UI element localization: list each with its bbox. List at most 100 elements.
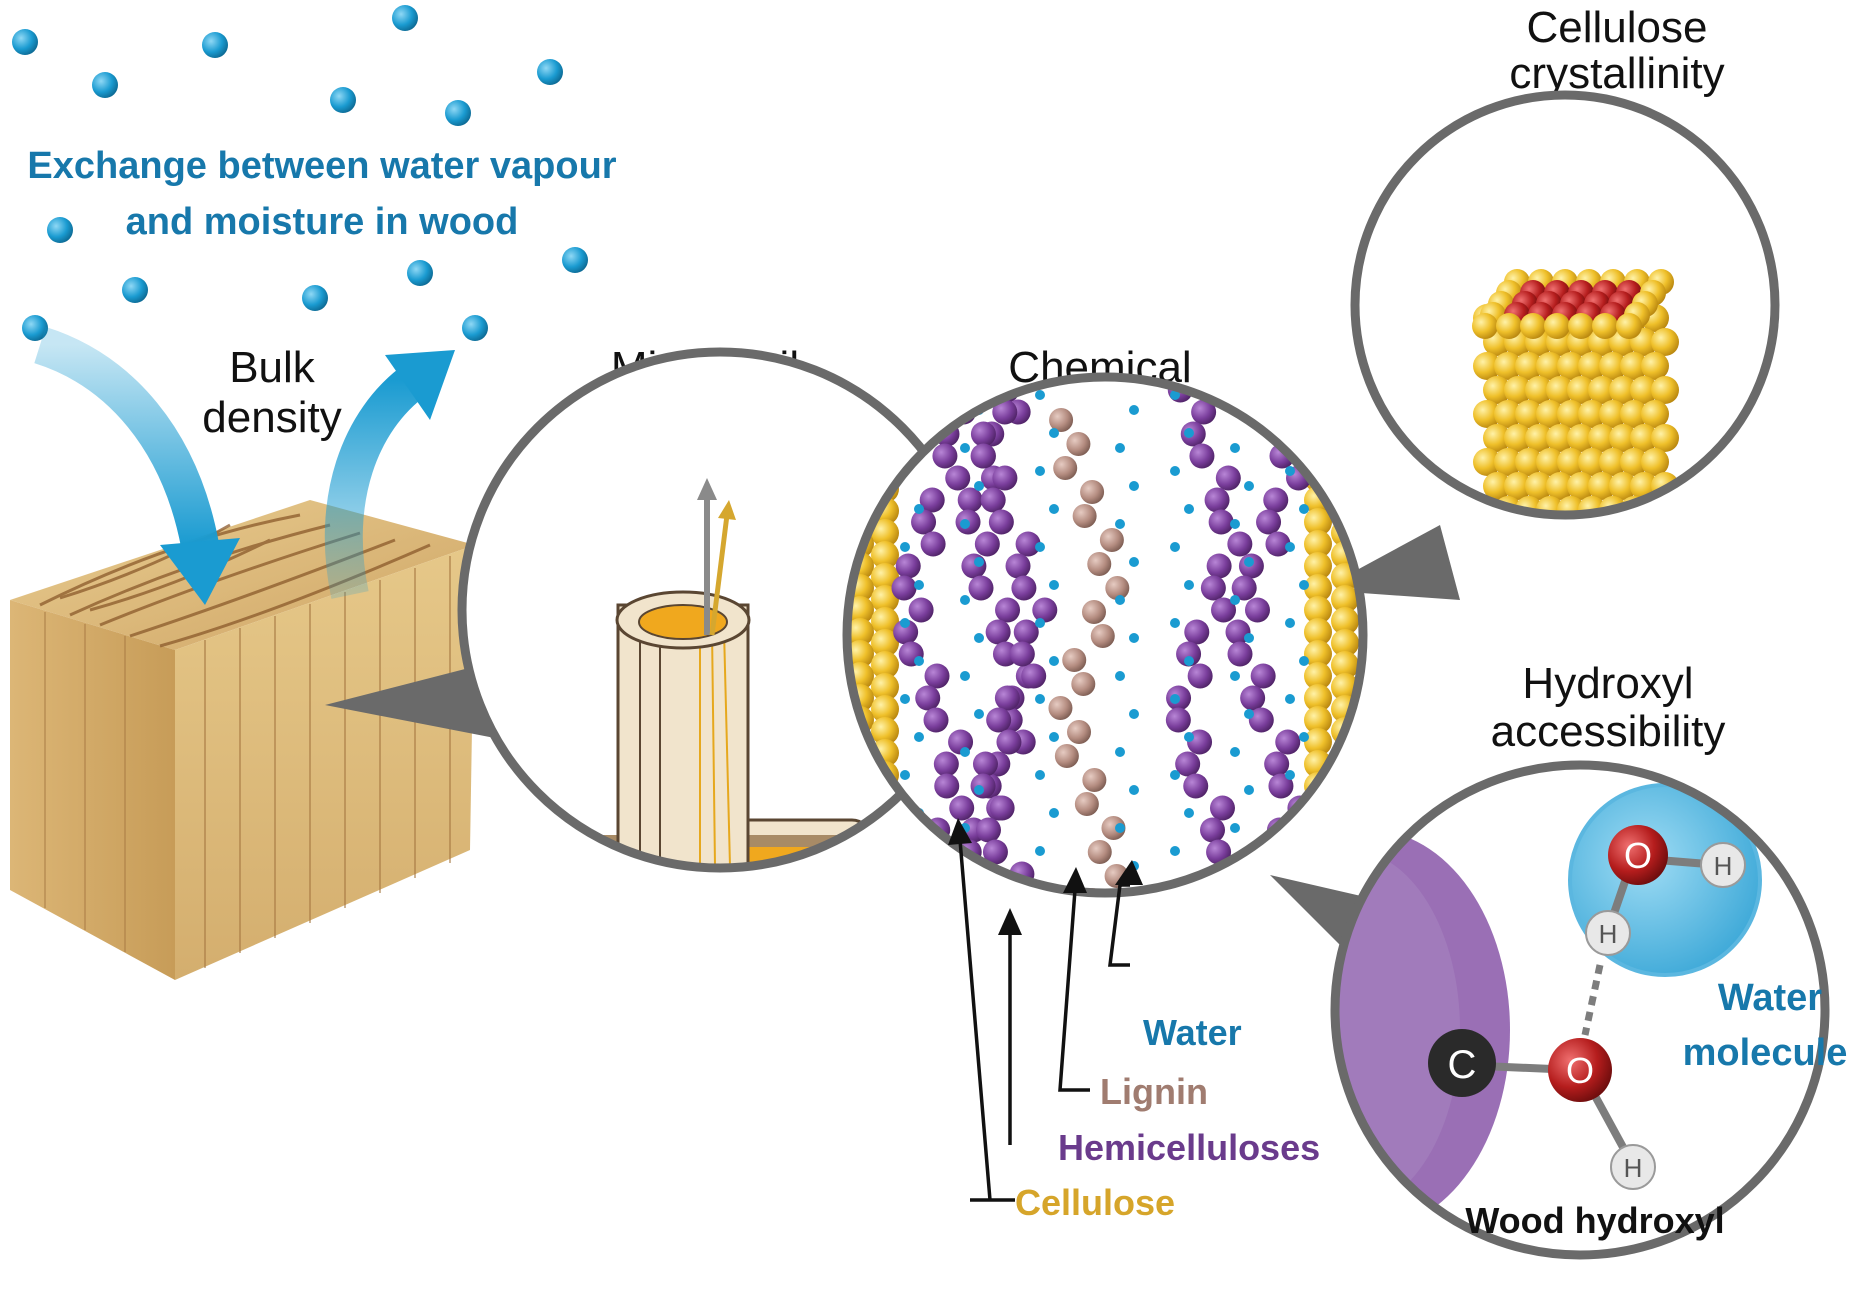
wood-grain-side xyxy=(44,612,126,952)
cellulose-chain-bead xyxy=(1473,448,1501,476)
hemicellulose-bead xyxy=(1208,509,1234,535)
water-dot xyxy=(960,443,970,453)
lignin-bead xyxy=(1071,672,1096,696)
hemicellulose-bead xyxy=(923,707,949,733)
water-dot xyxy=(1184,580,1194,590)
water-dot xyxy=(974,633,984,643)
lignin-bead xyxy=(1105,576,1130,600)
exchange-label-line2: and moisture in wood xyxy=(126,201,519,243)
hemicellulose-bead xyxy=(1227,531,1253,557)
crystallinity-label-line1: Cellulose xyxy=(1527,3,1708,52)
water-dot xyxy=(1115,519,1125,529)
cellulose-bead xyxy=(871,893,899,921)
cellulose-chain-bead xyxy=(1599,544,1627,572)
cellulose-chain-bead xyxy=(1641,352,1669,380)
cellulose-bead xyxy=(1304,574,1332,602)
water-vapour-dot xyxy=(92,72,118,98)
water-dot xyxy=(1230,823,1240,833)
cellulose-chain-bead xyxy=(1546,472,1574,500)
hemicellulose-bead xyxy=(974,531,1000,557)
cellulose-chain-bead xyxy=(1546,568,1574,596)
water-dot xyxy=(1184,808,1194,818)
cellulose-chain-bead xyxy=(1546,376,1574,404)
cellulose-chain-bead xyxy=(1483,376,1511,404)
water-dot xyxy=(1244,481,1254,491)
lignin-bead xyxy=(1054,744,1079,768)
cellulose-chain-bead xyxy=(1557,400,1585,428)
cellulose-bead xyxy=(1331,761,1359,789)
bulk-density-label-line1: Bulk xyxy=(229,343,316,392)
water-dot xyxy=(1170,390,1180,400)
legend-leader-lines xyxy=(958,839,1130,1202)
hemicellulose-bead xyxy=(986,707,1012,733)
cellulose-bead xyxy=(1304,816,1332,844)
hemicellulose-bead xyxy=(970,421,996,447)
water-dot xyxy=(1184,656,1194,666)
cellulose-chain-bead xyxy=(1620,592,1648,620)
cellulose-chain-bead xyxy=(1504,616,1532,644)
water-dot xyxy=(1184,732,1194,742)
hemicellulose-bead xyxy=(891,575,917,601)
cellulose-chain-bead xyxy=(1599,592,1627,620)
carbon-label: C xyxy=(1448,1043,1477,1087)
hemicellulose-bead xyxy=(985,619,1011,645)
cellulose-bead xyxy=(1331,585,1359,613)
water-dot xyxy=(1115,671,1125,681)
water-dot xyxy=(1184,504,1194,514)
hemicellulose-bead xyxy=(1009,641,1035,667)
hemicellulose-bead xyxy=(1263,487,1289,513)
water-dot xyxy=(960,595,970,605)
hemicellulose-bead xyxy=(972,751,998,777)
cellulose-chain-bead xyxy=(1525,520,1553,548)
cellulose-chain-bead xyxy=(1630,568,1658,596)
cellulose-chain-bead xyxy=(1525,376,1553,404)
microfibril-angle-arrows xyxy=(697,478,736,636)
water-dot xyxy=(1285,770,1295,780)
cellulose-chain-bead xyxy=(1536,592,1564,620)
hemicellulose-bead xyxy=(982,839,1008,865)
cellulose-chain-bead xyxy=(1515,544,1543,572)
water-dot xyxy=(1129,785,1139,795)
cellulose-bead xyxy=(871,629,899,657)
cellulose-chain-bead xyxy=(1630,376,1658,404)
water-dot xyxy=(1035,846,1045,856)
hemicellulose-bead xyxy=(900,883,926,893)
lignin-bead xyxy=(1048,696,1073,720)
cellulose-chain-bead xyxy=(1588,472,1616,500)
hemicellulose-bead xyxy=(957,487,983,513)
hemicellulose-bead xyxy=(968,575,994,601)
cellulose-chain-bead xyxy=(1473,400,1501,428)
water-dot xyxy=(1230,443,1240,453)
cellulose-chain-bead xyxy=(1504,568,1532,596)
hemicellulose-bead xyxy=(1021,663,1047,689)
water-dot xyxy=(974,785,984,795)
water-dot xyxy=(1285,542,1295,552)
cellulose-chain-bead xyxy=(1494,352,1522,380)
cellulose-bead xyxy=(1331,607,1359,635)
cellulose-chain-bead xyxy=(1599,448,1627,476)
cellulose-chain-bead xyxy=(1651,376,1679,404)
hemicellulose-bead xyxy=(926,861,952,887)
cellulose-chain-bead xyxy=(1567,616,1595,644)
legend-hemicelluloses-label: Hemicelluloses xyxy=(1058,1127,1320,1168)
cellulose-chain-bead xyxy=(1483,424,1511,452)
cellulose-chain-bead xyxy=(1609,472,1637,500)
hemicellulose-bead xyxy=(1250,663,1276,689)
cellulose-bead xyxy=(1331,453,1359,481)
water-dot xyxy=(900,542,910,552)
water-dot xyxy=(1184,884,1194,893)
wood-hydrogen-atom xyxy=(1610,1144,1656,1190)
cellulose-bead xyxy=(1304,618,1332,646)
cellulose-chain-bead xyxy=(1578,592,1606,620)
cellulose-chain-bead xyxy=(1630,424,1658,452)
cellulose-chain-bead xyxy=(1557,448,1585,476)
cellulose-bead xyxy=(1304,442,1332,470)
water-vapour-dot xyxy=(445,100,471,126)
water-vapour-dot xyxy=(407,260,433,286)
cellulose-chain-bead xyxy=(1567,424,1595,452)
cellulose-chain-bead xyxy=(1557,496,1585,515)
cellulose-chain-bead xyxy=(1544,313,1570,339)
cellulose-chain-bead xyxy=(1525,616,1553,644)
hemicellulose-bead xyxy=(1209,795,1235,821)
